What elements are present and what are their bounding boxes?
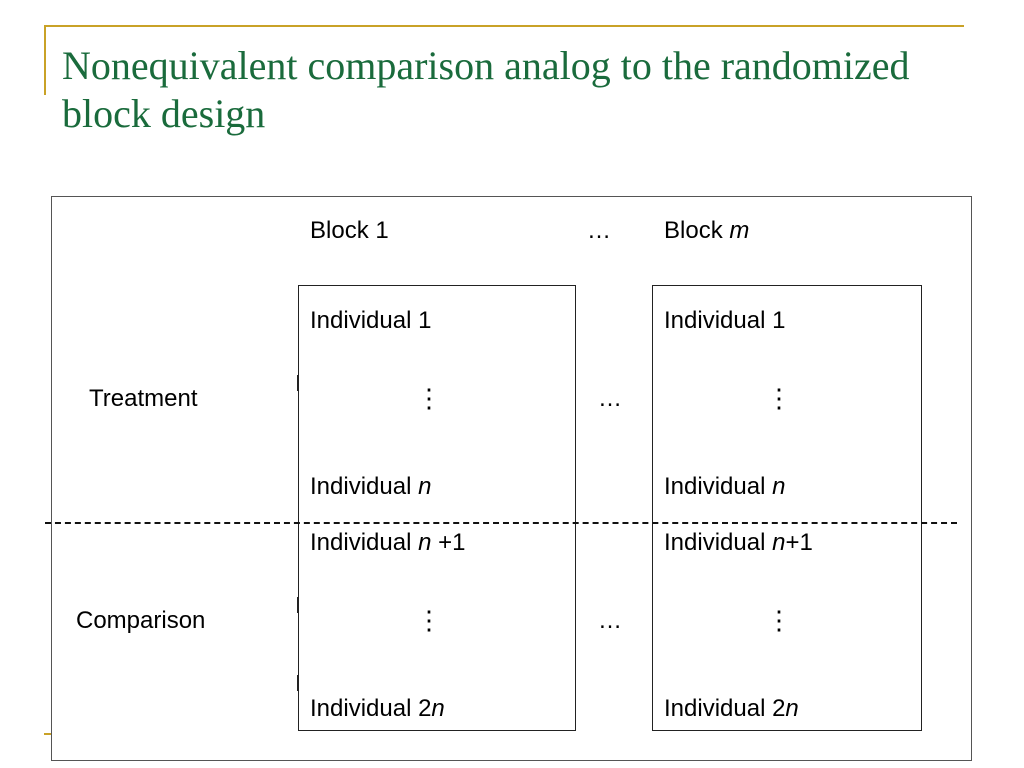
row-label-comparison: Comparison [76,607,206,634]
block-1-individual-2n: Individual 2n [310,695,445,722]
block-1-treatment-vdots: ⋮ [416,383,442,413]
block-m-individual-n: Individual n [664,473,786,500]
block-m-comparison-vdots: ⋮ [766,605,792,635]
block-m-individual-n-plus-1: Individual n+1 [664,529,813,556]
block-1-individual-n-plus-1: Individual n +1 [310,529,466,556]
comparison-between-blocks-ellipsis: … [598,607,622,634]
block-m-box [652,285,922,731]
block-1-tick [297,375,299,391]
row-label-treatment: Treatment [89,385,198,412]
block-1-comparison-vdots: ⋮ [416,605,442,635]
column-header-block-1: Block 1 [310,217,389,244]
block-m-individual-2n: Individual 2n [664,695,799,722]
footer-accent-tick [44,733,52,735]
slide-title: Nonequivalent comparison analog to the r… [62,43,910,136]
block-1-tick [297,597,299,613]
column-header-block-m: Block m [664,217,750,244]
block-1-tick [297,675,299,691]
diagram-frame [51,196,972,761]
title-accent-rule-vertical [44,25,46,95]
block-1-box [298,285,576,731]
treatment-between-blocks-ellipsis: … [598,385,622,412]
group-divider-dashed-line [45,522,957,524]
block-m-individual-1: Individual 1 [664,307,786,334]
column-header-ellipsis: … [587,217,611,244]
block-1-individual-1: Individual 1 [310,307,432,334]
block-1-individual-n: Individual n [310,473,432,500]
block-m-treatment-vdots: ⋮ [766,383,792,413]
title-accent-rule-horizontal [44,25,964,27]
